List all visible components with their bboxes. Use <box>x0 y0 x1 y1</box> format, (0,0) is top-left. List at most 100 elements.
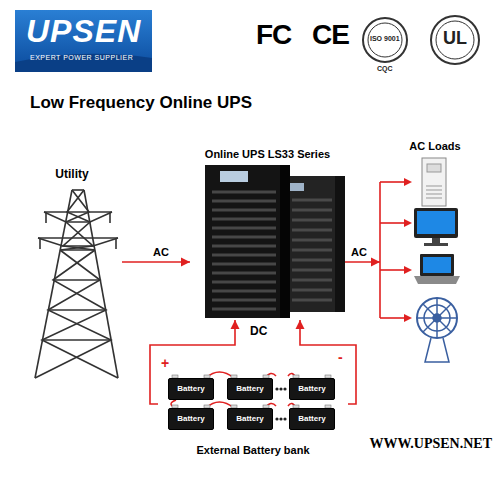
pylon-tower <box>60 249 95 251</box>
monitor-icon <box>414 208 458 246</box>
logo-banner <box>15 10 152 72</box>
monitor-icon <box>432 238 440 243</box>
pylon-tower <box>35 190 72 378</box>
battery-cell: Battery <box>168 408 214 430</box>
cert-badges <box>436 21 474 59</box>
load-bus <box>380 317 405 319</box>
cert-badges <box>363 18 407 62</box>
pylon-tower <box>44 211 112 213</box>
battery-bank: External Battery bankBatteryBatteryBatte… <box>158 370 348 465</box>
air-conditioner-icon <box>426 194 442 195</box>
ups-cabinet-front <box>212 227 276 230</box>
pylon-tower <box>42 250 118 378</box>
cert-mark: UL <box>443 29 467 49</box>
power-connector <box>296 320 357 404</box>
pylon-tower <box>84 190 118 378</box>
node-text: Battery <box>177 414 205 423</box>
air-conditioner-icon <box>426 190 442 191</box>
pylon-tower <box>115 238 117 249</box>
logo-banner <box>15 10 152 72</box>
pylon-tower <box>38 238 118 246</box>
fan-icon <box>423 304 451 332</box>
node-text: Battery <box>298 414 326 423</box>
ups-cabinet-front <box>212 299 276 302</box>
ups-cabinet-front <box>212 191 276 194</box>
node-text: Online UPS LS33 Series <box>205 148 330 161</box>
laptop-icon <box>420 254 454 276</box>
ups-cabinet-rear <box>292 199 332 202</box>
ellipsis-dots <box>275 387 286 420</box>
laptop-icon <box>423 257 451 273</box>
air-conditioner-icon <box>427 164 441 172</box>
pylon-tower <box>39 238 41 249</box>
battery-cell: Battery <box>227 408 273 430</box>
battery-cell: Battery <box>289 378 335 400</box>
pylon-tower <box>45 212 47 223</box>
cert-badges <box>431 16 479 64</box>
ups-cabinet-front <box>212 272 276 275</box>
ups-cabinet-front <box>212 209 276 212</box>
ups-cabinet-front <box>205 165 290 318</box>
ups-cabinet-front <box>212 281 276 284</box>
cert-badges <box>368 23 402 57</box>
connector-label: AC <box>350 246 368 258</box>
node-text: Battery <box>236 384 264 393</box>
ellipsis-dots <box>275 417 278 420</box>
ellipsis-dots <box>279 417 282 420</box>
diagram-title: Low Frequency Online UPS <box>30 94 252 113</box>
load-bus <box>379 182 381 318</box>
pylon-tower <box>63 190 95 250</box>
ups-cabinet-front <box>212 192 276 309</box>
ups-cabinet-rear <box>292 219 332 222</box>
ups-cabinet-rear <box>292 299 332 302</box>
utility-source: Utility <box>22 168 122 383</box>
ellipsis-dots <box>279 387 282 390</box>
arrow-head <box>371 258 380 267</box>
connector-label: - <box>337 350 344 365</box>
node-text: AC Loads <box>409 140 460 153</box>
arrow-head <box>296 320 305 329</box>
power-connector <box>122 258 190 267</box>
battery-cell: Battery <box>289 408 335 430</box>
air-conditioner-icon <box>422 158 446 206</box>
pylon-tower <box>48 309 106 311</box>
ups-unit: Online UPS LS33 Series <box>190 148 345 320</box>
ups-cabinet-front <box>212 290 276 293</box>
load-bus <box>380 178 412 322</box>
load-group: AC Loads <box>380 140 490 365</box>
fan-icon <box>433 314 441 322</box>
air-conditioner-icon <box>426 186 442 198</box>
brand-logo: UPSEN <box>26 14 141 49</box>
load-bus <box>404 266 412 274</box>
connector-label: AC <box>152 246 170 258</box>
cert-badges <box>363 16 479 64</box>
ups-cabinet-rear <box>292 279 332 282</box>
ups-cabinet-rear <box>292 200 332 300</box>
air-conditioner-icon <box>426 186 442 187</box>
battery-cell: Battery <box>168 378 214 400</box>
ups-cabinet-front <box>212 245 276 248</box>
pylon-tower <box>38 237 118 239</box>
ups-cabinet-front <box>212 263 276 266</box>
ups-cabinet-rear <box>335 176 345 312</box>
node-text: Utility <box>55 168 88 182</box>
load-bus <box>380 222 405 224</box>
load-bus <box>404 314 412 322</box>
connector-line <box>122 261 190 263</box>
laptop-icon <box>414 254 460 284</box>
pylon-tower <box>53 279 100 281</box>
connector-line <box>150 320 235 404</box>
cert-mark: CE <box>312 20 349 51</box>
ups-cabinet-rear <box>292 289 332 292</box>
ups-cabinet-front <box>212 254 276 257</box>
ups-cabinet-rear <box>292 229 332 232</box>
load-bus <box>380 269 405 271</box>
load-bus <box>404 178 412 186</box>
laptop-icon <box>414 276 460 284</box>
node-text: Battery <box>236 414 264 423</box>
node-text: Battery <box>177 384 205 393</box>
ups-cabinet-front <box>280 165 290 318</box>
fan-icon <box>417 298 457 362</box>
node-text: Battery <box>298 384 326 393</box>
